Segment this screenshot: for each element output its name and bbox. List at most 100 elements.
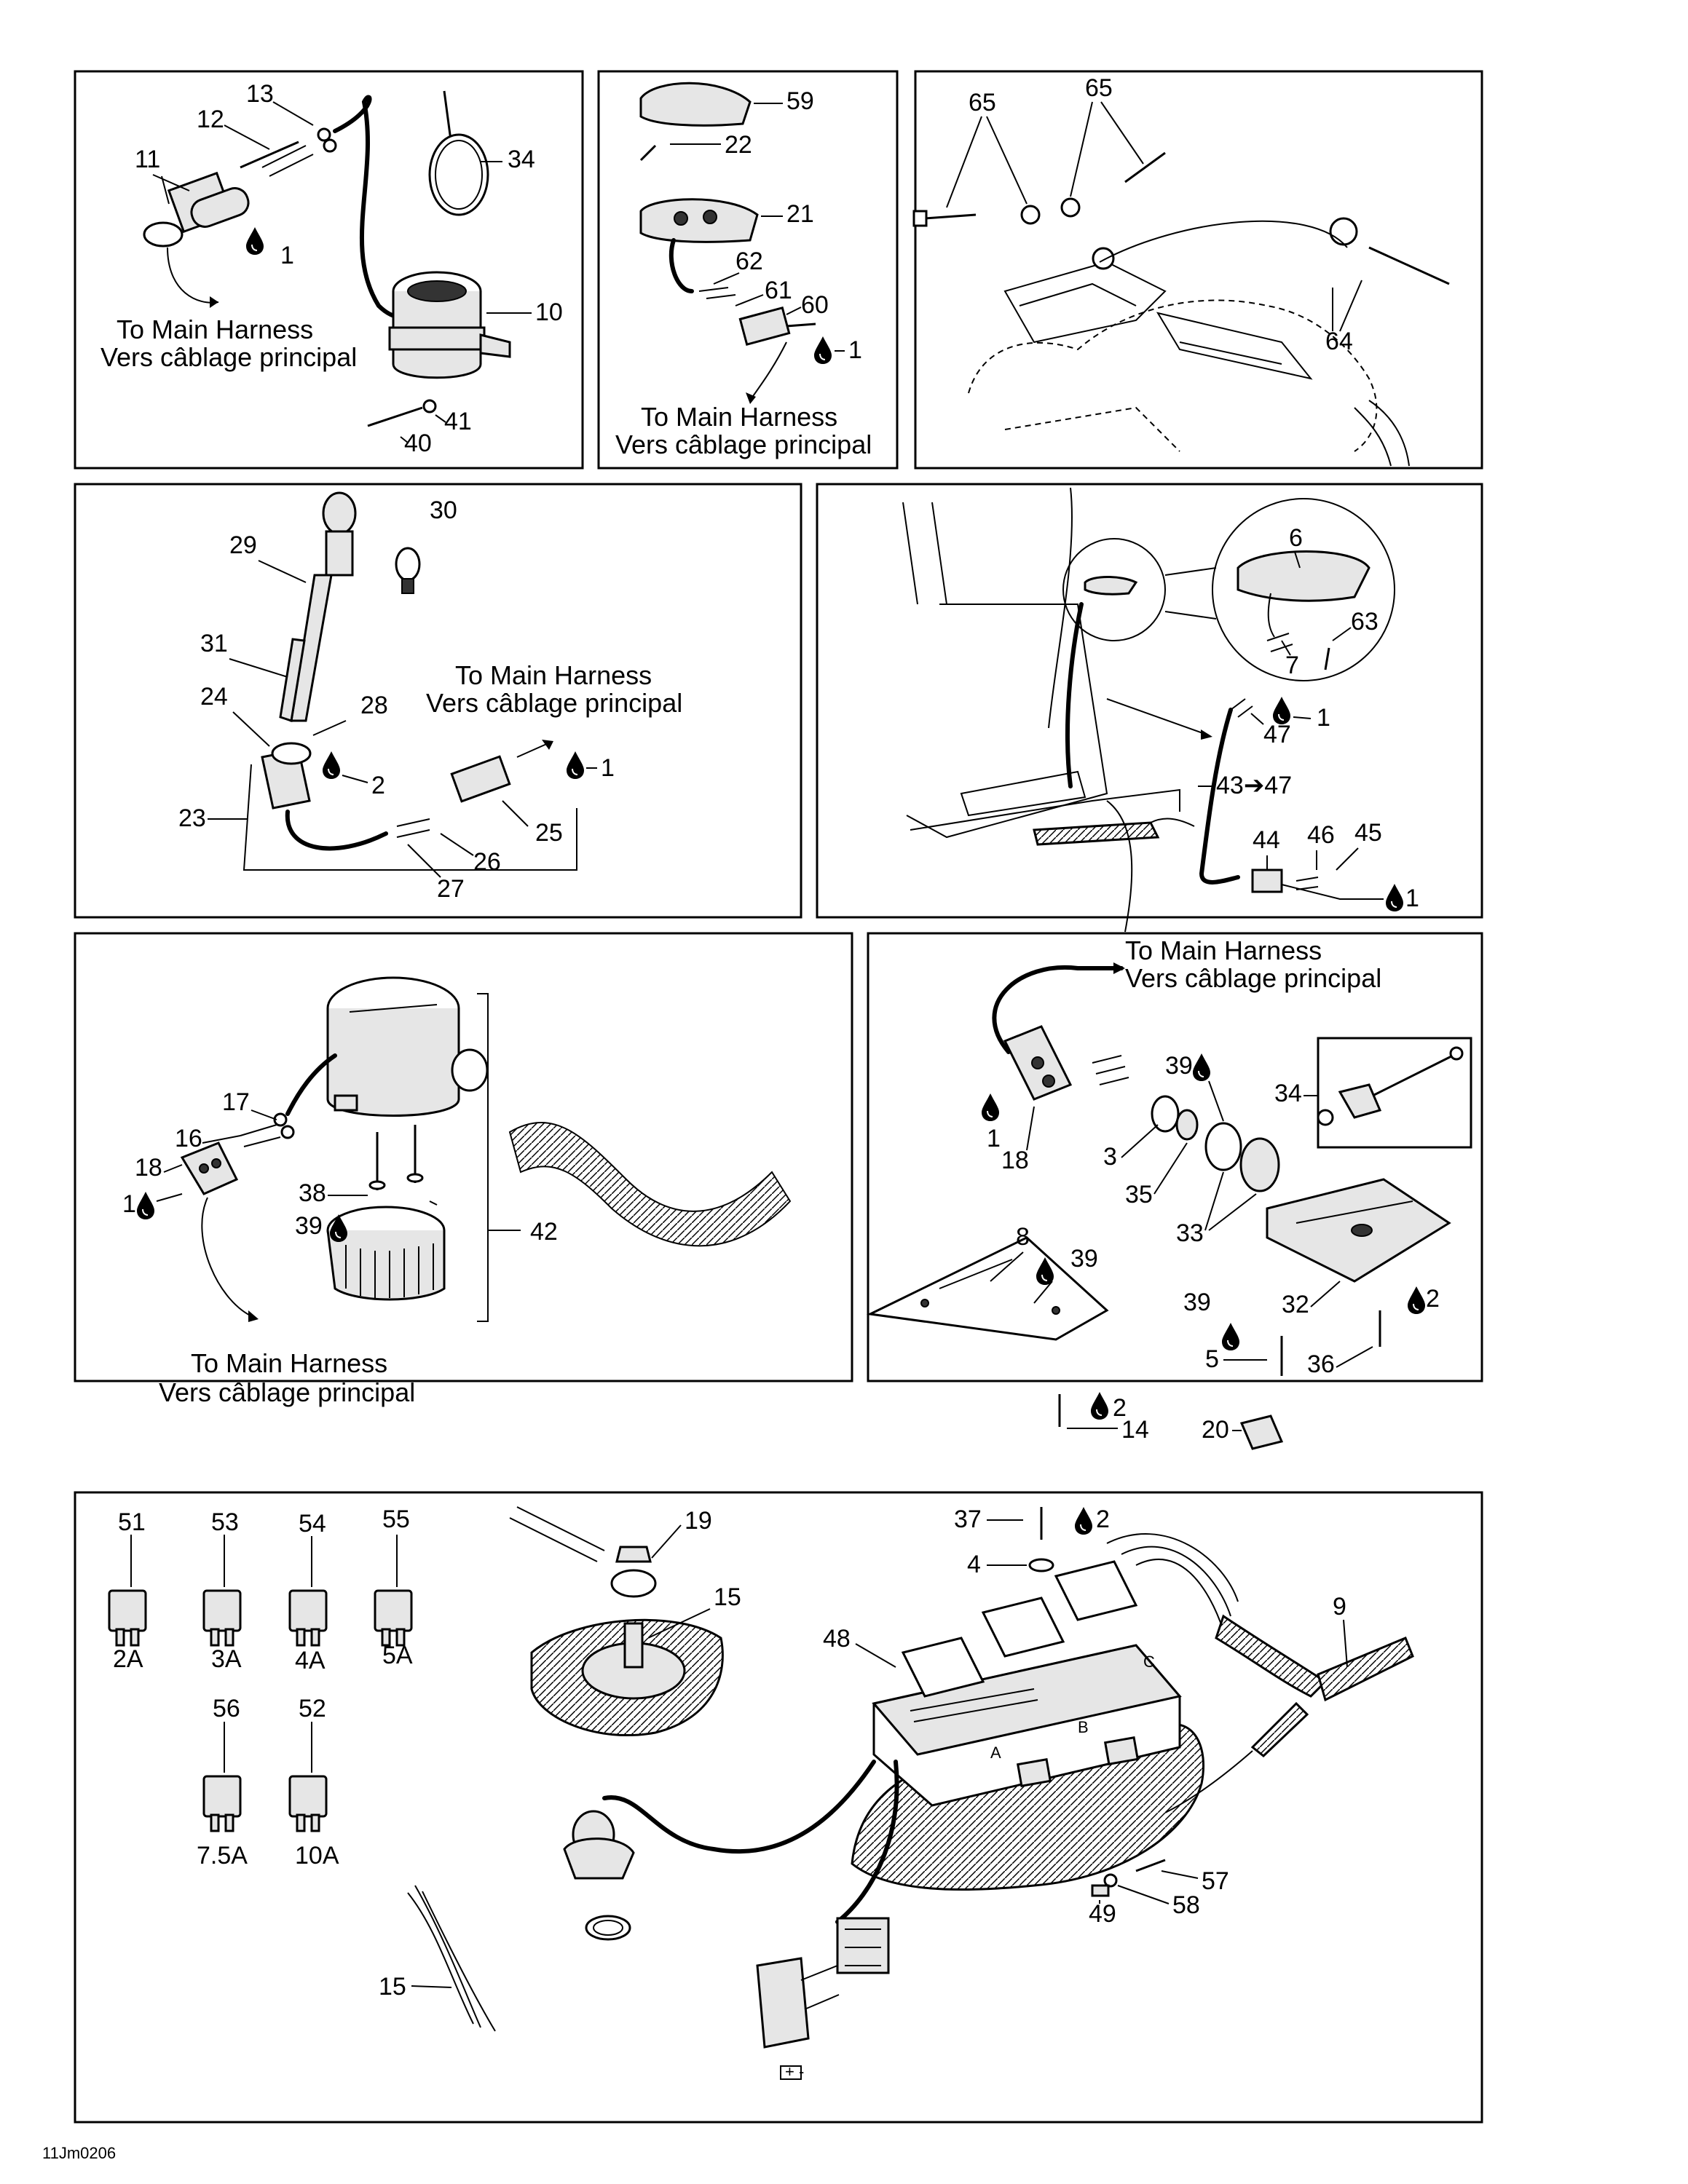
svg-text:1: 1 <box>122 1190 136 1218</box>
screw-22 <box>639 144 657 162</box>
svg-text:11: 11 <box>135 146 160 173</box>
rocker-switch: + - <box>756 1760 899 2081</box>
svg-text:2: 2 <box>1426 1285 1440 1313</box>
svg-text:25: 25 <box>535 819 563 847</box>
svg-text:44: 44 <box>1253 826 1280 854</box>
svg-text:23: 23 <box>178 804 206 832</box>
lever-switch <box>1266 1178 1451 1283</box>
ignition-switch <box>563 1760 876 1941</box>
svg-text:35: 35 <box>1125 1181 1153 1208</box>
svg-text:2: 2 <box>1113 1394 1127 1422</box>
svg-text:28: 28 <box>360 692 388 719</box>
svg-text:65: 65 <box>969 89 996 116</box>
panel-control-switch: 1 18 39 34 3 35 33 8 39 32 2 39 5 36 2 1… <box>866 932 1483 1450</box>
caption-en: To Main Harness <box>117 314 313 344</box>
svg-text:2: 2 <box>371 772 385 799</box>
caption-fr-5: Vers câblage principal <box>1125 963 1381 993</box>
pole-connector <box>450 755 511 803</box>
caption-en-4: To Main Harness <box>191 1348 387 1378</box>
caption-en-5: To Main Harness <box>1125 935 1322 965</box>
light-base <box>639 198 759 243</box>
caption-fr-3: Vers câblage principal <box>426 688 682 718</box>
svg-text:34: 34 <box>1274 1080 1302 1107</box>
svg-text:40: 40 <box>404 430 432 457</box>
fuse-rating-4a: 4A <box>295 1647 326 1674</box>
hose <box>508 1121 792 1247</box>
zoom-circle-small <box>1062 538 1166 641</box>
svg-text:19: 19 <box>685 1507 712 1535</box>
rocker-lead <box>835 1760 899 1924</box>
svg-text:65: 65 <box>1085 74 1113 102</box>
panel-bilge-pump: 13 12 11 34 1 10 41 40 To Main Harness V… <box>74 70 584 470</box>
panel-stern-light: 30 29 31 24 28 2 1 23 25 26 27 To Main H… <box>74 483 802 919</box>
fuse-rating-3a: 3A <box>211 1645 242 1673</box>
svg-text:53: 53 <box>211 1508 239 1536</box>
socket <box>261 742 312 810</box>
svg-text:A: A <box>990 1744 1001 1762</box>
courtesy-wire <box>1065 602 1084 788</box>
bilge-pump <box>388 271 511 379</box>
light-pole <box>279 491 357 722</box>
svg-text:20: 20 <box>1202 1416 1229 1444</box>
pump-connector <box>180 1142 239 1195</box>
svg-text:63: 63 <box>1351 608 1379 636</box>
svg-text:33: 33 <box>1176 1219 1204 1247</box>
caption-fr: Vers câblage principal <box>100 342 357 372</box>
svg-text:+ -: + - <box>785 2062 804 2081</box>
svg-text:62: 62 <box>735 248 763 275</box>
fuse-3a <box>202 1589 242 1647</box>
svg-text:49: 49 <box>1089 1900 1116 1928</box>
drawing-id: 11Jm0206 <box>42 2144 116 2162</box>
svg-text:48: 48 <box>823 1625 851 1653</box>
svg-text:51: 51 <box>118 1508 146 1536</box>
terminal-49 <box>1091 1884 1110 1897</box>
svg-text:15: 15 <box>379 1973 406 2001</box>
light-lens <box>639 82 752 127</box>
svg-text:9: 9 <box>1333 1593 1346 1621</box>
svg-text:39: 39 <box>1070 1245 1098 1273</box>
svg-text:59: 59 <box>786 87 814 115</box>
stud-left <box>924 213 977 220</box>
wire-terminal-57 <box>1135 1859 1166 1872</box>
to-harness-arrow <box>167 247 219 304</box>
svg-text:45: 45 <box>1354 819 1382 847</box>
fuse-rating-5a: 5A <box>382 1642 413 1669</box>
battery-stud <box>509 1506 724 1736</box>
pump-strainer <box>326 1200 446 1301</box>
screw <box>367 406 423 427</box>
svg-text:61: 61 <box>765 277 792 304</box>
fuse-7.5a <box>202 1775 242 1832</box>
panel-fuse-box: 51 53 54 55 56 52 2A 3A 4A 5A 7.5A 10A <box>74 1491 1483 2124</box>
svg-text:47: 47 <box>1263 721 1291 748</box>
svg-text:39: 39 <box>295 1212 323 1240</box>
pump-body <box>326 976 489 1117</box>
caption-en-2: To Main Harness <box>641 402 837 432</box>
svg-text:54: 54 <box>299 1510 326 1538</box>
courtesy-connector <box>1251 869 1283 893</box>
clip-20 <box>1239 1415 1284 1450</box>
svg-text:1: 1 <box>280 242 294 269</box>
svg-text:21: 21 <box>786 200 814 228</box>
fuse-5a <box>374 1589 413 1647</box>
pump-wire <box>333 95 425 320</box>
svg-text:17: 17 <box>222 1088 250 1116</box>
frame-assembly <box>968 247 1410 467</box>
svg-text:41: 41 <box>444 408 472 435</box>
zoom-circle-large <box>1212 498 1395 681</box>
fuse-rating-2a: 2A <box>113 1645 143 1673</box>
courtesy-harness <box>1199 708 1240 885</box>
svg-text:34: 34 <box>508 146 535 173</box>
svg-text:26: 26 <box>473 848 501 876</box>
svg-text:6: 6 <box>1289 524 1303 552</box>
svg-text:8: 8 <box>1016 1223 1030 1251</box>
svg-text:30: 30 <box>430 496 457 524</box>
svg-text:22: 22 <box>725 131 752 159</box>
svg-text:2: 2 <box>1096 1506 1110 1533</box>
bulb <box>395 547 421 594</box>
svg-text:37: 37 <box>954 1506 982 1533</box>
stud-nut <box>1329 217 1358 246</box>
fuse-2a <box>108 1589 147 1647</box>
svg-text:1: 1 <box>987 1125 1001 1152</box>
svg-text:24: 24 <box>200 683 228 711</box>
